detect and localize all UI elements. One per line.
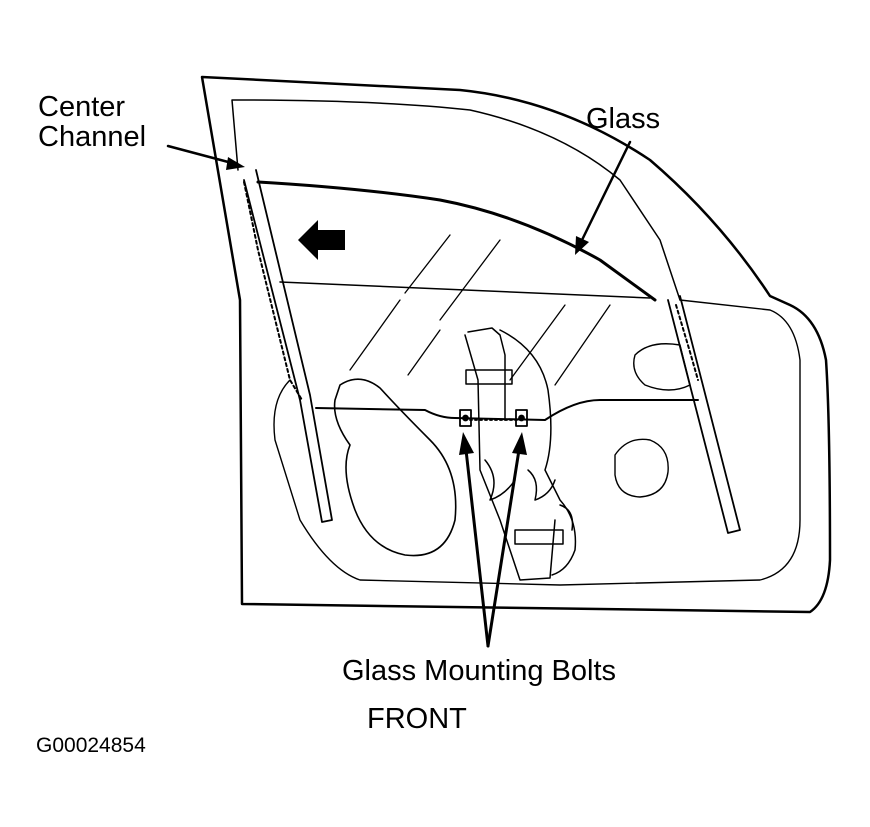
glass-top-edge <box>256 180 657 302</box>
glass-lower-edge <box>279 281 651 299</box>
center-channel-leader <box>166 144 245 170</box>
glass-hatching <box>349 234 611 386</box>
center-channel-label-line2: Channel <box>38 121 147 153</box>
front-label: FRONT <box>367 703 467 735</box>
center-channel <box>243 169 333 523</box>
belt-line <box>315 399 699 421</box>
glass-mounting-bolt-right <box>515 409 528 427</box>
rear-channel <box>667 295 741 534</box>
right-access-hole <box>614 438 669 498</box>
door-outline <box>200 75 832 614</box>
window-regulator <box>464 327 577 581</box>
left-access-hole <box>333 378 457 557</box>
window-frame <box>231 99 681 301</box>
glass-label: Glass <box>586 103 661 135</box>
glass-mounting-bolts-label: Glass Mounting Bolts <box>342 655 617 687</box>
center-channel-label: Center Channel <box>38 92 146 152</box>
glass-mounting-bolt-left <box>459 409 472 427</box>
glass-leader <box>575 140 632 255</box>
left-arrow-icon <box>298 220 345 260</box>
figure-id-label: G00024854 <box>36 734 146 757</box>
upper-right-hole <box>633 343 691 391</box>
center-channel-label-line1: Center <box>38 91 126 123</box>
bolts-leader <box>459 432 527 648</box>
inner-panel <box>273 299 801 586</box>
